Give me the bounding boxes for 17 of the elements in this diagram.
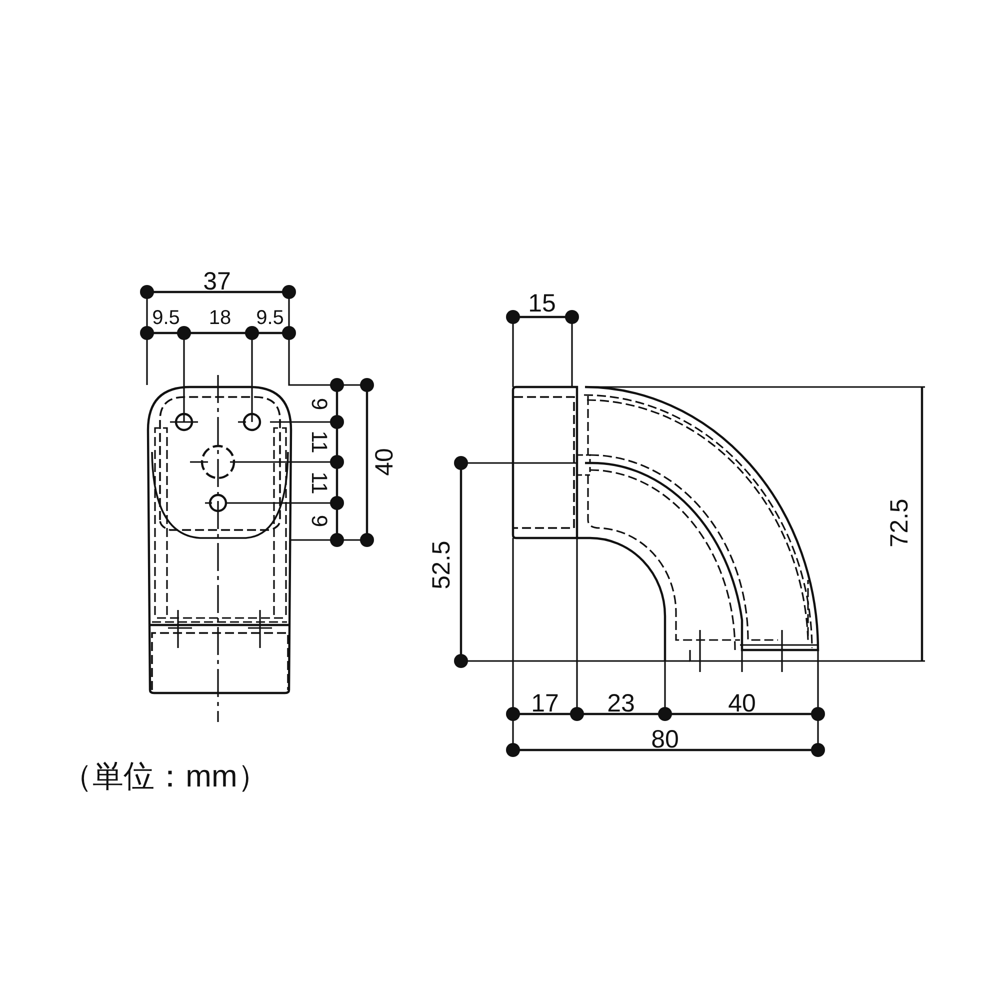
dimension-label: 18 [208,308,232,328]
dimension-label: 11 [308,430,330,454]
dimension-label: 80 [651,728,679,752]
dimension-label: 9.5 [256,308,284,328]
dimension-label: 9 [308,398,330,410]
dimension-label: 17 [531,692,559,716]
dimension-label: 52.5 [430,540,454,590]
dimension-label: 37 [203,270,231,294]
unit-note: （単位：mm） [62,760,268,792]
dimension-label: 9 [308,514,330,528]
dimension-label: 15 [528,292,556,316]
dimension-label: 72.5 [888,498,912,548]
dimension-label: 40 [728,692,756,716]
dimension-label: 40 [372,448,398,476]
dimension-label: 11 [308,472,330,494]
dimension-label: 9.5 [152,308,180,328]
dimension-label: 23 [607,692,635,716]
